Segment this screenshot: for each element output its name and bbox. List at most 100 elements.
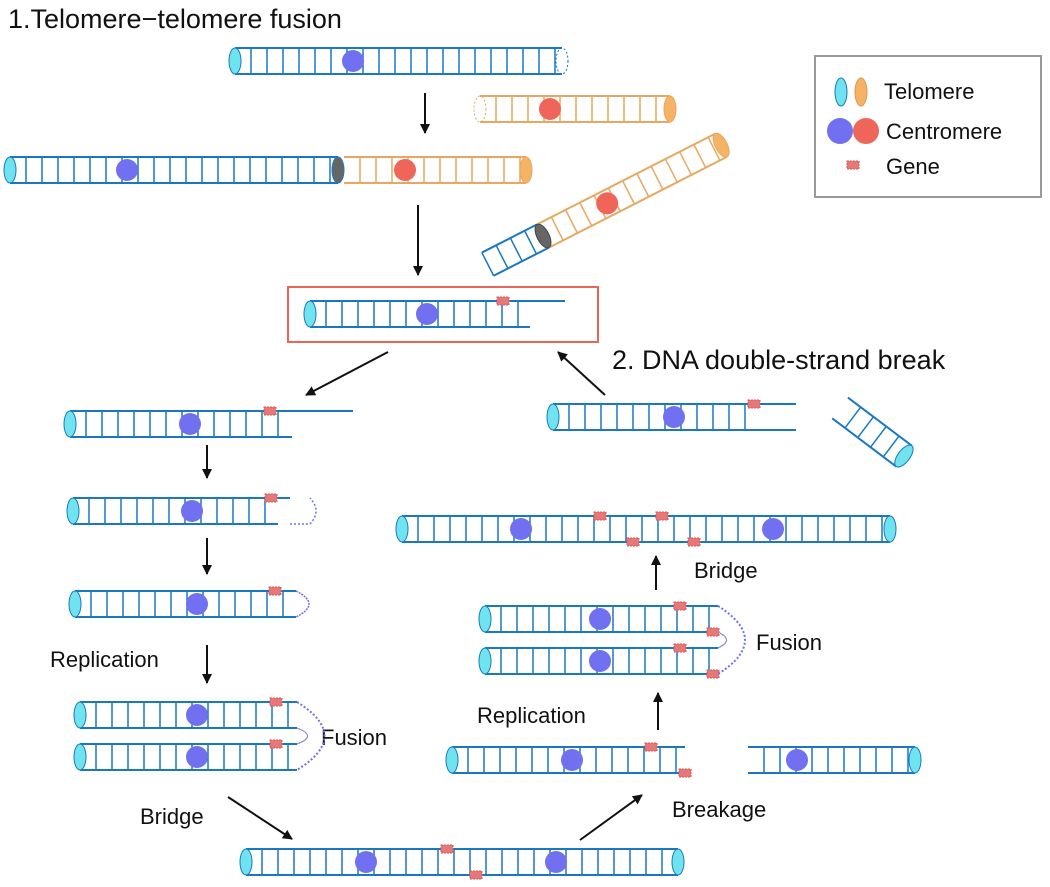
label-bridge-right: Bridge <box>694 558 758 583</box>
legend: Telomere Centromere Gene <box>814 55 1042 198</box>
chromosome-top-blue <box>228 47 569 75</box>
arrow-breakage <box>579 794 643 841</box>
gene-marker <box>440 844 454 854</box>
telomere <box>534 223 552 249</box>
chromosome-broken-right <box>748 746 922 774</box>
chromosome-hairpin-start <box>66 493 317 525</box>
gene-marker <box>644 742 658 752</box>
centromere <box>186 593 208 615</box>
telomere <box>894 444 914 468</box>
centromere <box>186 746 208 768</box>
gene-marker <box>496 296 510 306</box>
telomere <box>478 605 492 633</box>
centromere <box>596 192 619 215</box>
gene-marker <box>678 768 692 778</box>
centromere <box>186 704 208 726</box>
legend-centromere-red-icon <box>853 118 879 144</box>
telomere <box>555 47 569 75</box>
fusion-outer-loop <box>296 701 326 771</box>
telomere <box>3 156 17 184</box>
legend-gene-icon <box>846 160 860 170</box>
chromosome-dsb <box>546 399 796 431</box>
gene-marker <box>706 669 720 679</box>
chromosome-broken-left <box>445 742 692 778</box>
centromere <box>786 749 808 771</box>
gene-marker <box>268 586 282 596</box>
telomere <box>478 647 492 675</box>
telomere <box>63 410 77 438</box>
telomere <box>663 95 677 123</box>
telomere <box>303 300 317 328</box>
section-title-telomere-fusion: 1.Telomere−telomere fusion <box>8 4 342 34</box>
telomere <box>883 515 897 543</box>
telomere <box>908 746 922 774</box>
legend-centromere-blue-icon <box>827 118 853 144</box>
centromere <box>116 159 138 181</box>
telomere <box>712 132 730 158</box>
chromosome-replicated-top <box>73 697 297 729</box>
centromere <box>342 50 364 72</box>
chromosome-highlighted <box>303 296 565 328</box>
telomere <box>473 95 487 123</box>
gene-marker <box>263 406 277 416</box>
chromosome-tilted-fused <box>481 132 730 277</box>
centromere <box>762 518 784 540</box>
legend-telomere-orange-icon <box>854 77 868 107</box>
chromosome-top-orange <box>473 95 677 123</box>
chromosome-dicentric-right <box>395 511 897 547</box>
gene-marker <box>747 399 761 409</box>
legend-gene-label: Gene <box>886 154 940 179</box>
centromere <box>663 406 685 428</box>
label-fusion-left: Fusion <box>321 725 387 750</box>
fusion-right-inner-loop <box>717 631 728 649</box>
telomere <box>671 848 685 876</box>
chromosome-fused-blue <box>3 156 345 184</box>
telomere <box>73 701 87 729</box>
gene-marker <box>673 601 687 611</box>
label-replication-left: Replication <box>50 647 159 672</box>
telomere <box>395 515 409 543</box>
legend-telomere-cyan-icon <box>834 77 848 107</box>
arrow-down-left-from-box <box>305 351 389 396</box>
gene-marker <box>469 870 483 880</box>
chromosome-layer <box>3 47 922 880</box>
centromere <box>561 749 583 771</box>
legend-telomere-label: Telomere <box>884 79 974 104</box>
gene-marker <box>655 511 669 521</box>
telomere <box>239 848 253 876</box>
gene-marker <box>264 493 278 503</box>
chromosome-broken-end <box>63 406 353 438</box>
tilted-blue-part <box>481 223 550 277</box>
telomere <box>519 156 533 184</box>
fusion-inner-loop <box>296 727 309 745</box>
telomere <box>546 403 560 431</box>
telomere <box>68 590 82 618</box>
centromere <box>416 303 438 325</box>
label-replication-right: Replication <box>477 703 586 728</box>
chromosome-dsb-fragment <box>831 396 914 468</box>
gene-marker <box>626 537 640 547</box>
centromere <box>589 650 611 672</box>
telomere <box>331 156 345 184</box>
centromere <box>355 851 377 873</box>
chromosome-dicentric-bridge <box>239 844 685 880</box>
telomere <box>445 746 459 774</box>
hairpin-loop <box>295 590 310 618</box>
telomere <box>228 47 242 75</box>
gene-marker <box>269 697 283 707</box>
chromosome-fused-orange <box>344 156 533 184</box>
centromere <box>545 851 567 873</box>
legend-centromere-label: Centromere <box>886 119 1002 144</box>
hairpin-dotted <box>290 497 317 525</box>
chromosome-hairpin <box>68 586 310 618</box>
fusion-right-outer-loop <box>717 605 746 675</box>
gene-marker <box>673 643 687 653</box>
centromere <box>181 500 203 522</box>
telomere <box>66 497 80 525</box>
gene-marker <box>706 627 720 637</box>
chromosome-replicated-bottom <box>73 739 297 771</box>
telomere <box>73 743 87 771</box>
label-bridge-left: Bridge <box>140 804 204 829</box>
section-title-dsb: 2. DNA double-strand break <box>612 345 946 375</box>
